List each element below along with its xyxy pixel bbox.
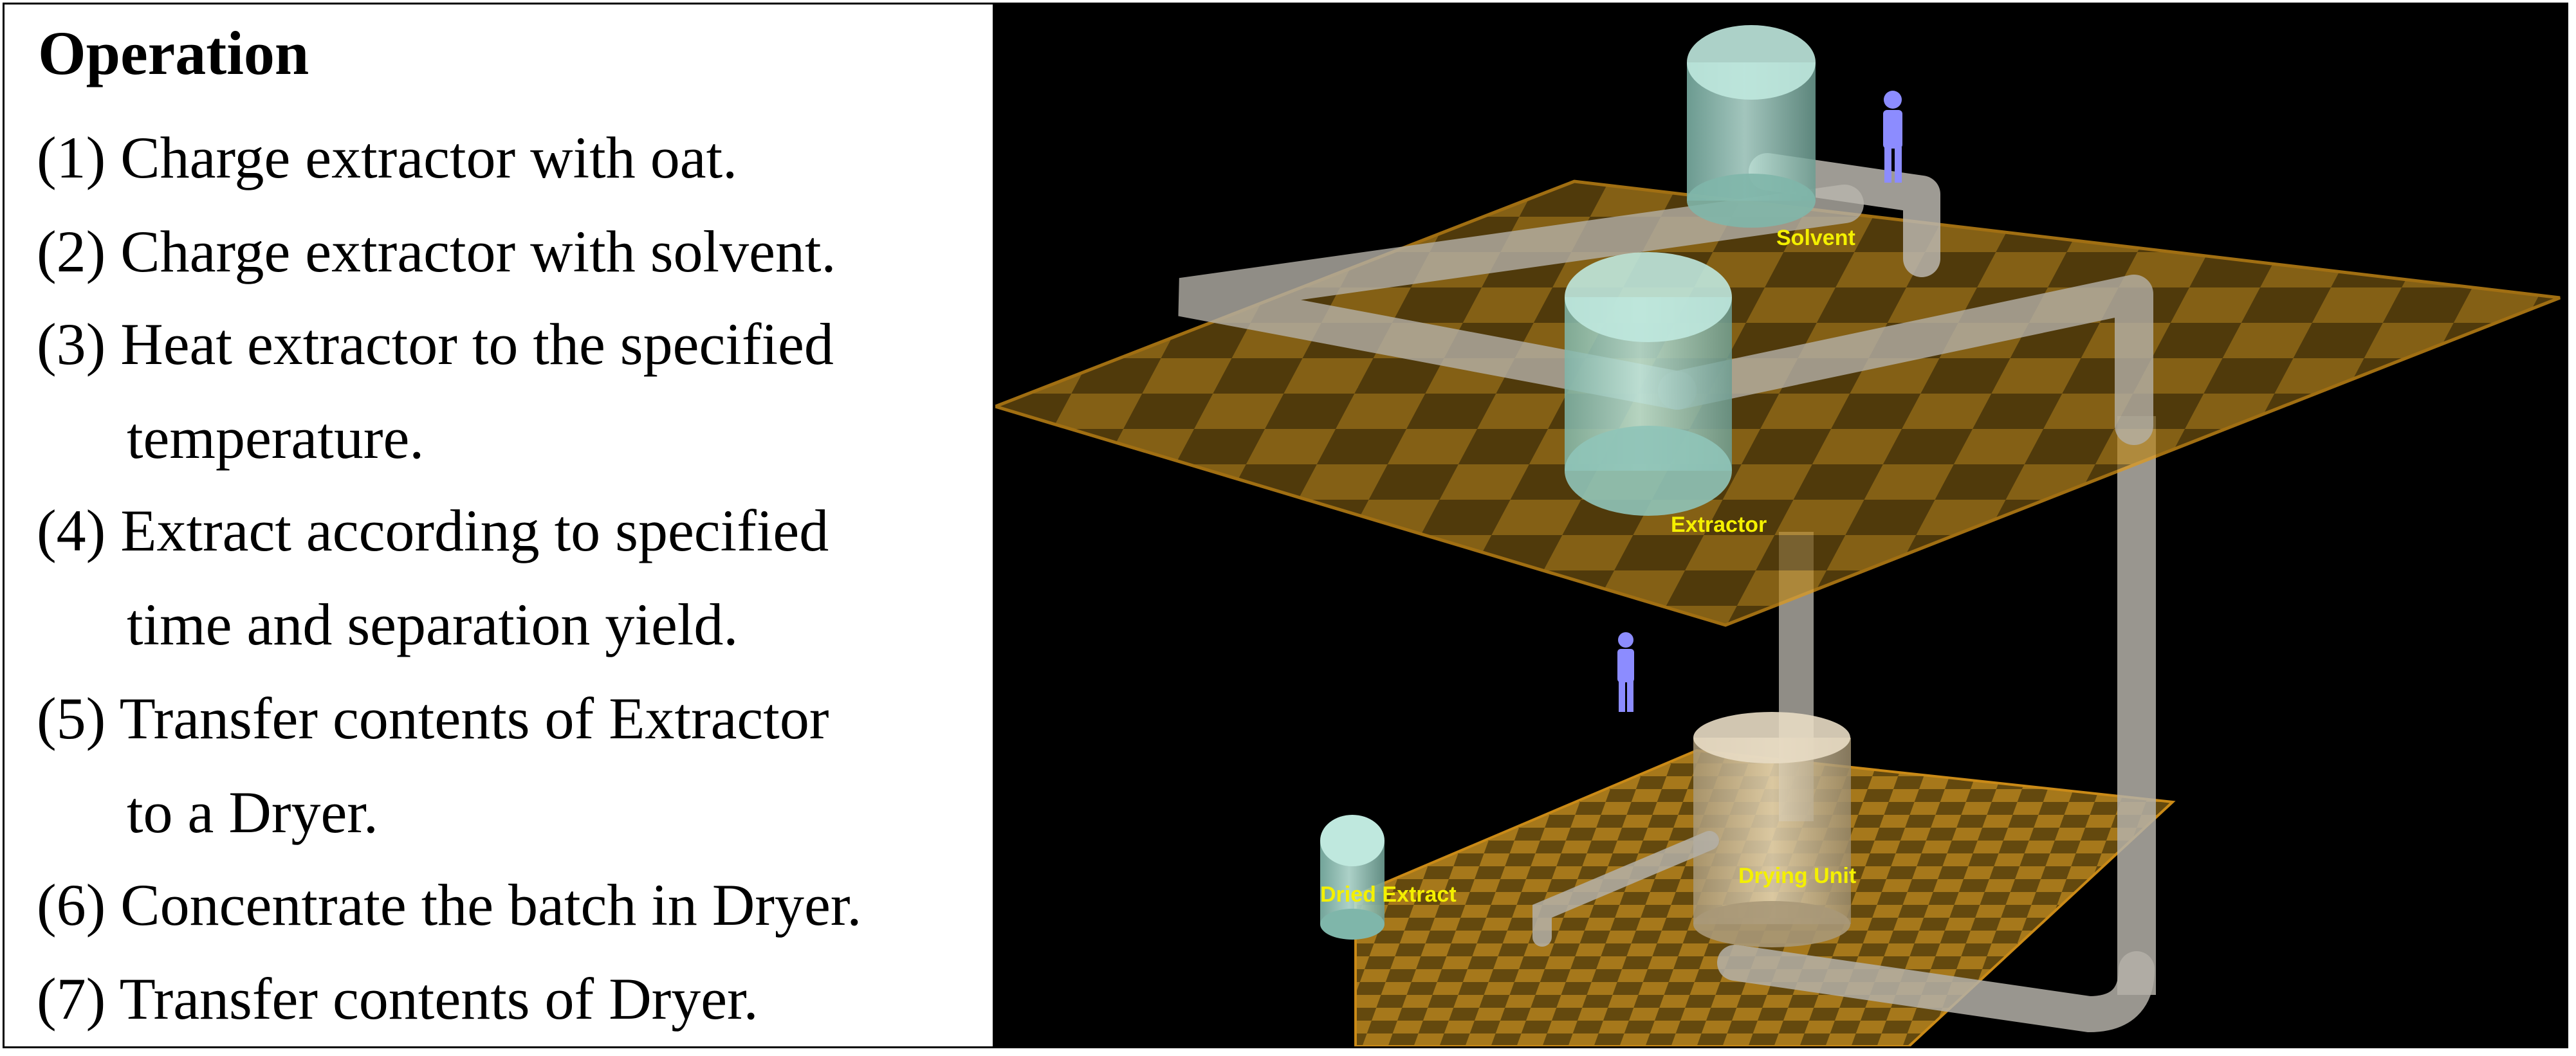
figure-frame — [3, 3, 2568, 1048]
step-6-number: (6) — [37, 872, 106, 938]
step-6-line-1: (6) Concentrate the batch in Dryer. — [37, 875, 861, 934]
step-5-text: Transfer contents of Extractor — [119, 686, 829, 751]
step-3-text: Heat extractor to the specified — [120, 311, 834, 377]
step-5-number: (5) — [37, 686, 106, 751]
step-3-line-1: (3) Heat extractor to the specified — [37, 314, 834, 374]
step-4-number: (4) — [37, 498, 106, 563]
pipe-upper-loop — [1178, 185, 1864, 410]
drying-unit — [1693, 712, 1851, 947]
label-solvent: Solvent — [1776, 226, 1855, 250]
step-3-number: (3) — [37, 311, 106, 377]
pipe-vertical-right — [2117, 416, 2156, 995]
panel-divider — [993, 5, 995, 1046]
pipe-upper-right — [1658, 275, 2153, 445]
step-7-text: Transfer contents of Dryer. — [119, 966, 759, 1032]
step-1-text: Charge extractor with oat. — [120, 125, 738, 190]
step-6-text: Concentrate the batch in Dryer. — [120, 872, 862, 938]
step-2-text: Charge extractor with solvent. — [120, 219, 836, 284]
operator-upper — [1883, 91, 1902, 183]
step-2-number: (2) — [37, 219, 106, 284]
step-4-text: Extract according to specified — [120, 498, 829, 563]
step-7-number: (7) — [37, 966, 106, 1032]
step-4-line-2: time and separation yield. — [127, 592, 739, 657]
label-dried-extract: Dried Extract — [1320, 882, 1457, 907]
step-4-line-1: (4) Extract according to specified — [37, 501, 829, 560]
step-5-line-1: (5) Transfer contents of Extractor — [37, 689, 829, 748]
label-drying-unit: Drying Unit — [1738, 864, 1856, 888]
step-7-line-1: (7) Transfer contents of Dryer. — [37, 969, 759, 1028]
pipe-solvent-elbow — [1749, 153, 1940, 277]
pipe-bottom-loop — [1717, 945, 2155, 1033]
operation-panel: Operation (1) Charge extractor with oat.… — [5, 5, 993, 1046]
pipe-dryer-to-dried-extract — [1532, 831, 1719, 947]
extractor-vessel — [1565, 252, 1732, 516]
step-3-line-2: temperature. — [127, 405, 425, 471]
step-2-line-1: (2) Charge extractor with solvent. — [37, 222, 836, 281]
label-extractor: Extractor — [1671, 513, 1767, 537]
step-1-number: (1) — [37, 125, 106, 190]
plant-3d-view: Solvent Extractor Dried Extract Drying U… — [995, 5, 2566, 1046]
step-1-line-1: (1) Charge extractor with oat. — [37, 128, 737, 187]
plant-scene: Solvent Extractor Dried Extract Drying U… — [995, 25, 2561, 1046]
solvent-vessel — [1687, 25, 1816, 228]
step-5-line-2: to a Dryer. — [127, 779, 378, 845]
operation-title: Operation — [38, 19, 309, 87]
operator-lower — [1617, 632, 1634, 712]
dried-extract-vessel — [1320, 815, 1385, 940]
